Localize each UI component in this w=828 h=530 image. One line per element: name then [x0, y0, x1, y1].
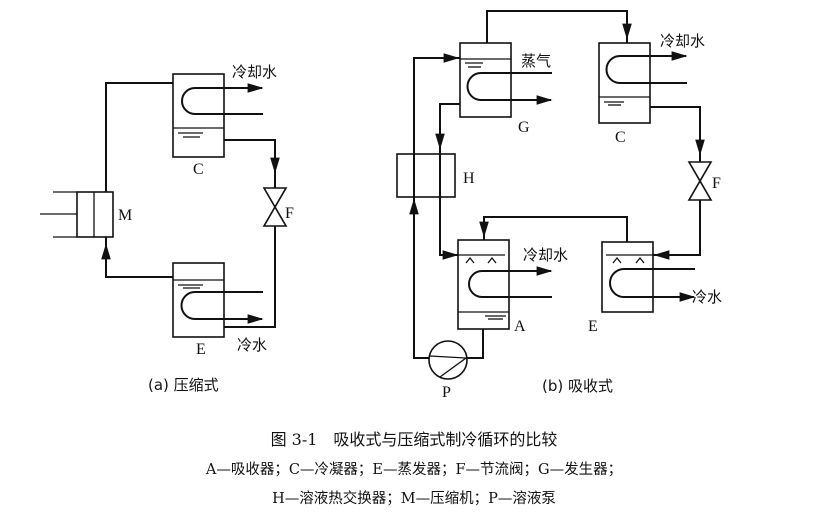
- chilled-water-coil: [180, 291, 264, 324]
- spray-nozzle-icon: [465, 256, 497, 264]
- pipe-e-to-m: [105, 237, 173, 278]
- label-chilled-water: 冷水: [692, 288, 722, 306]
- absorber-a: [457, 239, 553, 330]
- pipe-e-to-a: [483, 216, 628, 242]
- solution-pump-p: [428, 340, 468, 380]
- evaporator-e: [601, 241, 696, 313]
- label-p: P: [442, 384, 451, 401]
- condenser-c: [172, 73, 264, 158]
- label-e: E: [588, 318, 598, 335]
- label-e: E: [196, 341, 206, 358]
- label-c: C: [193, 161, 204, 178]
- pipe-a-to-p: [467, 329, 484, 359]
- pump-icon: [429, 355, 468, 378]
- pipe-g-to-c: [486, 10, 628, 43]
- label-cooling-water: 冷却水: [232, 63, 277, 81]
- condenser-c: [598, 42, 688, 124]
- spray-nozzle-icon: [612, 256, 645, 264]
- pipe-f-to-e: [224, 226, 276, 328]
- cooling-water-coil: [468, 266, 553, 298]
- evaporator-e: [172, 262, 264, 338]
- label-steam: 蒸气: [521, 52, 551, 70]
- pipe-c-to-f: [650, 106, 701, 162]
- generator-g: [459, 42, 553, 118]
- label-f: F: [712, 175, 721, 192]
- pipe-c-to-f: [224, 139, 276, 188]
- label-g: G: [518, 119, 530, 136]
- figure-legend-line-2: H—溶液热交换器；M—压缩机；P—溶液泵: [272, 489, 556, 507]
- label-c: C: [615, 129, 626, 146]
- label-a: A: [514, 318, 526, 335]
- label-chilled-water: 冷水: [237, 336, 267, 354]
- compressor-m: [40, 191, 114, 238]
- label-m: M: [118, 207, 132, 224]
- cooling-water-coil: [605, 51, 688, 84]
- label-cooling-water-c: 冷却水: [660, 32, 705, 50]
- heat-exchanger-h: [396, 153, 456, 198]
- throttle-valve-icon: [262, 187, 288, 227]
- pipe-f-to-e: [653, 200, 701, 256]
- label-cooling-water-a: 冷却水: [523, 246, 568, 264]
- label-h: H: [463, 170, 475, 187]
- caption-a: (a) 压缩式: [148, 376, 219, 394]
- figure-legend-line-1: A—吸收器；C—冷凝器；E—蒸发器；F—节流阀；G—发生器；: [205, 461, 622, 478]
- figure-title: 图 3-1 吸收式与压缩式制冷循环的比较: [271, 430, 558, 449]
- caption-b: (b) 吸收式: [542, 377, 613, 395]
- throttle-valve-icon: [687, 161, 713, 201]
- absorption-cycle: 蒸气 G 冷却水 C F H 冷却水 A E 冷水 P (b) 吸收式: [396, 10, 722, 401]
- compression-cycle: 冷却水 C F M E 冷水 (a) 压缩式: [40, 63, 294, 394]
- label-f: F: [285, 205, 294, 222]
- pipe-m-to-c: [105, 82, 173, 192]
- pipe-g-to-a: [439, 103, 460, 256]
- cooling-water-coil: [181, 83, 264, 115]
- chilled-water-coil: [609, 268, 696, 302]
- steam-coil: [466, 72, 553, 105]
